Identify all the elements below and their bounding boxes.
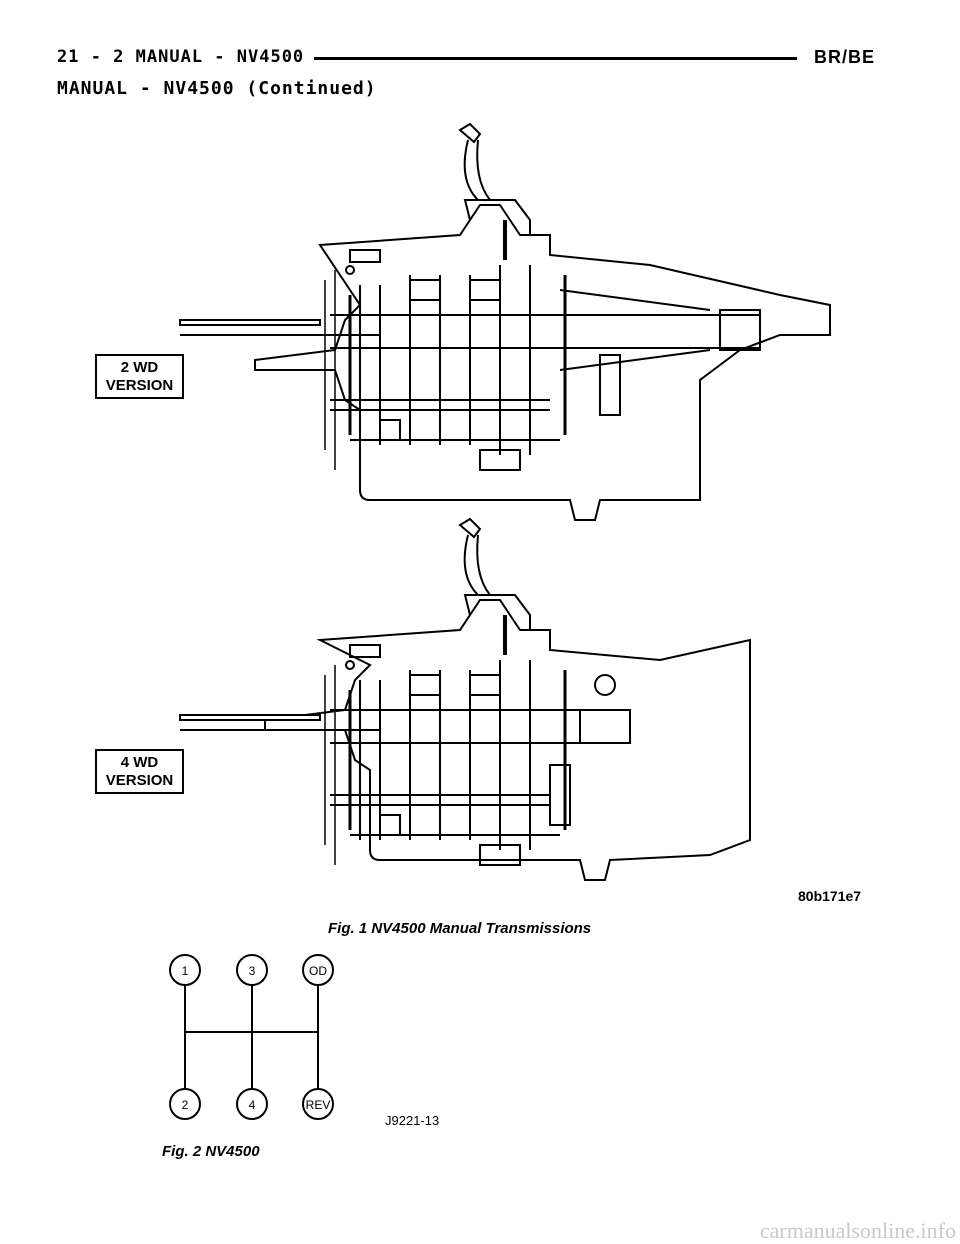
gear-od-label: OD (309, 964, 327, 978)
label-4wd-line2: VERSION (105, 772, 174, 789)
gear-3: 3 (236, 954, 268, 986)
label-2wd-version: 2 WD VERSION (95, 354, 184, 399)
figure1-caption: Fig. 1 NV4500 Manual Transmissions (328, 920, 592, 937)
label-4wd-version: 4 WD VERSION (95, 749, 184, 794)
watermark: carmanualsonline.info (759, 1218, 956, 1243)
figure2-caption: Fig. 2 NV4500 (162, 1143, 260, 1160)
gear-rev-label: REV (306, 1098, 331, 1112)
gear-1-label: 1 (182, 964, 189, 978)
gear-rev: REV (302, 1088, 334, 1120)
shift-pattern-diagram: 1 3 OD 2 4 REV (169, 954, 334, 1120)
figure1-reference-code: 80b171e7 (798, 888, 862, 904)
gear-positions: 1 3 OD 2 4 REV (169, 954, 334, 1120)
gear-od: OD (302, 954, 334, 986)
label-2wd-line2: VERSION (105, 377, 174, 394)
gear-4: 4 (236, 1088, 268, 1120)
gear-1: 1 (169, 954, 201, 986)
transmission-illustration (179, 122, 831, 881)
page-number-title: 21 - 2 MANUAL - NV4500 (57, 47, 315, 67)
transmission-4wd-drawing (179, 517, 751, 881)
header-rule (277, 57, 797, 60)
gear-3-label: 3 (249, 964, 256, 978)
page-header: 21 - 2 MANUAL - NV4500 BR/BE (57, 47, 875, 73)
label-2wd-line1: 2 WD (120, 359, 159, 376)
section-title: MANUAL - NV4500 (Continued) (57, 78, 377, 99)
figure2-reference-code: J9221-13 (385, 1113, 440, 1128)
gear-2-label: 2 (182, 1098, 189, 1112)
transmission-2wd-drawing (179, 122, 831, 521)
gear-4-label: 4 (249, 1098, 256, 1112)
model-code: BR/BE (813, 47, 875, 67)
gear-2: 2 (169, 1088, 201, 1120)
label-4wd-line1: 4 WD (120, 754, 159, 771)
